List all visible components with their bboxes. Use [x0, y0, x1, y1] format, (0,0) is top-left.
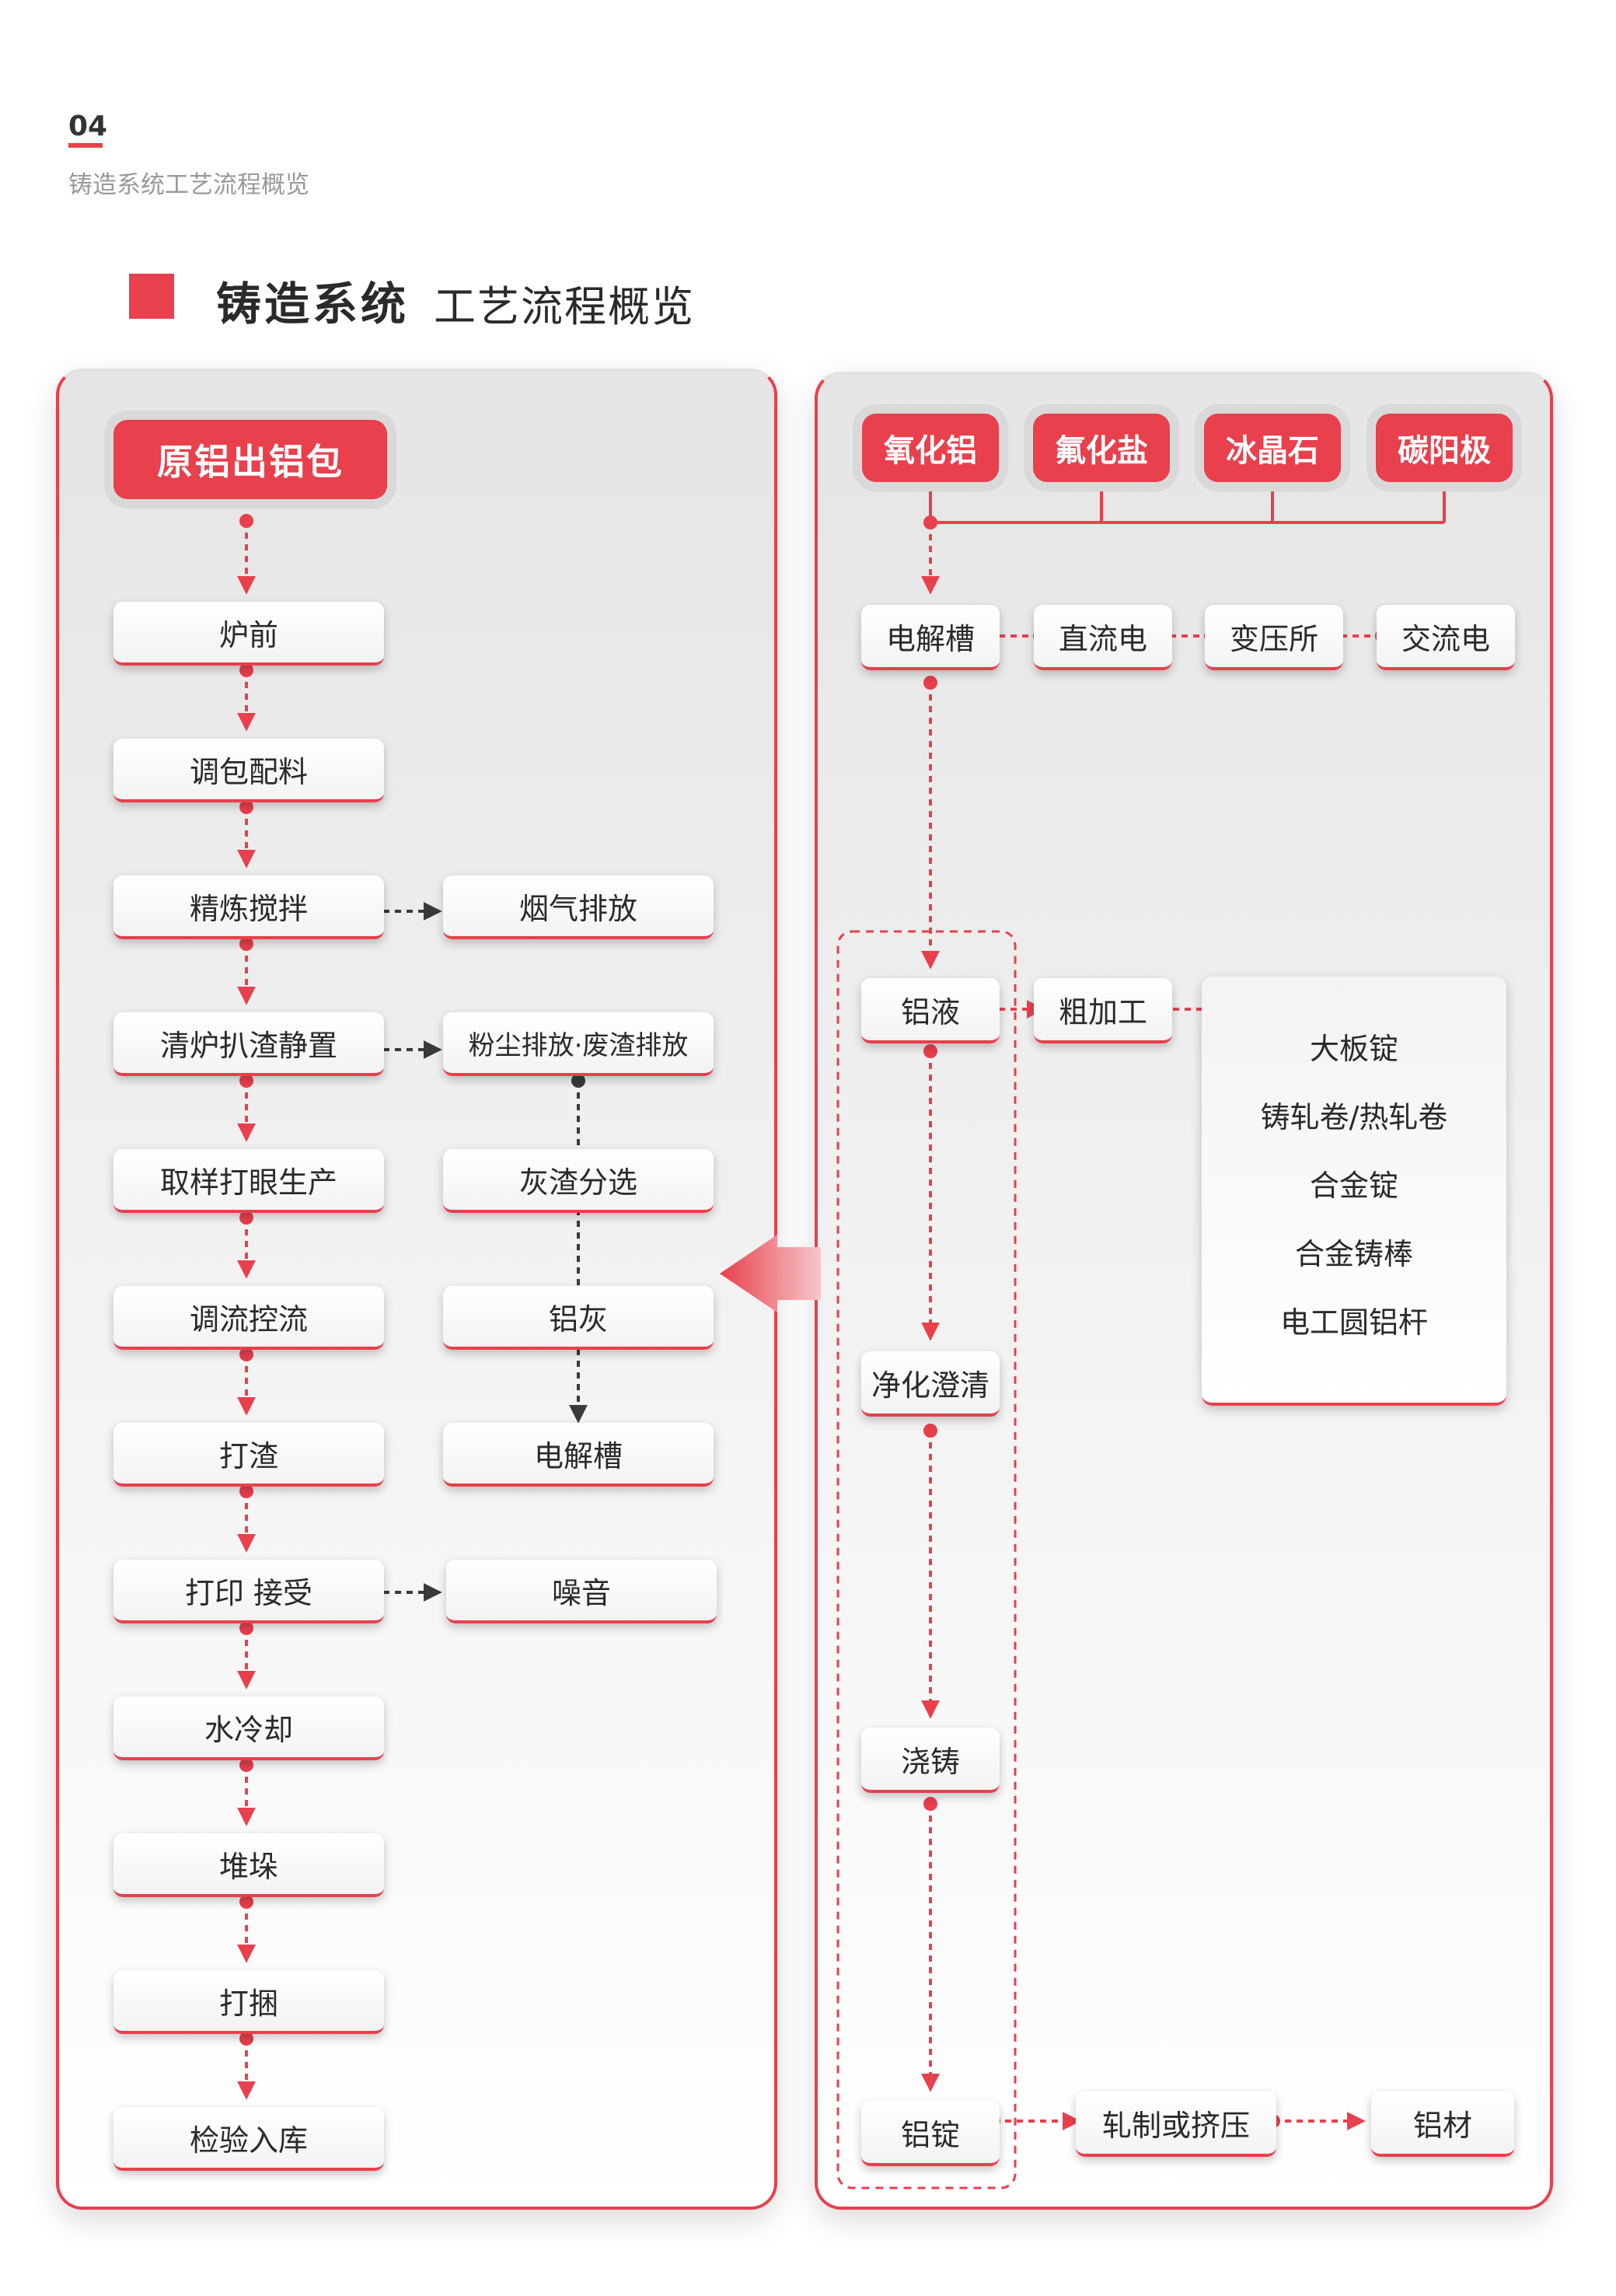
power-box: 直流电 — [1034, 605, 1172, 670]
step-box: 取样打眼生产 — [113, 1149, 384, 1213]
step-box: 打印 接受 — [113, 1560, 384, 1623]
side-box: 粉尘排放·废渣排放 — [443, 1012, 714, 1076]
side-box: 噪音 — [446, 1560, 717, 1623]
page-title: 铸造系统 — [216, 278, 410, 330]
input-box: 冰晶石 — [1204, 414, 1341, 482]
power-box: 电解槽 — [861, 605, 1000, 670]
side-box: 灰渣分选 — [443, 1149, 714, 1213]
step-box: 精炼搅拌 — [113, 875, 384, 939]
left-side-arrows — [372, 902, 588, 1602]
page-title-sub: 工艺流程概览 — [434, 282, 695, 331]
final-product-box: 铝材 — [1371, 2092, 1514, 2157]
main-box: 铝锭 — [861, 2101, 1000, 2166]
step-box: 调包配料 — [113, 739, 384, 802]
side-box: 烟气排放 — [443, 875, 714, 939]
input-box: 氧化铝 — [862, 414, 999, 482]
step-box: 打渣 — [113, 1423, 384, 1487]
side-box: 电解槽 — [443, 1423, 714, 1487]
step-box: 清炉扒渣静置 — [113, 1012, 384, 1076]
input-bracket — [929, 482, 1446, 524]
product-item: 电工圆铝杆 — [1279, 1305, 1428, 1340]
input-box: 碳阳极 — [1376, 414, 1513, 482]
step-box: 炉前 — [113, 602, 384, 666]
start-box: 原铝出铝包 — [113, 420, 387, 499]
main-box: 浇铸 — [861, 1728, 1000, 1793]
product-item: 铸轧卷/热轧卷 — [1260, 1100, 1448, 1134]
main-box: 铝液 — [861, 978, 1000, 1043]
rolling-box: 轧制或挤压 — [1076, 2092, 1276, 2157]
step-box: 水冷却 — [113, 1697, 384, 1760]
step-box: 调流控流 — [113, 1286, 384, 1350]
main-box: 净化澄清 — [861, 1351, 1000, 1417]
big-left-arrow — [720, 1235, 821, 1312]
step-box: 打捆 — [113, 1970, 384, 2034]
power-box: 变压所 — [1205, 605, 1343, 670]
page-subtitle: 铸造系统工艺流程概览 — [68, 171, 309, 199]
product-item: 合金铸棒 — [1294, 1237, 1413, 1271]
step-box: 检验入库 — [113, 2107, 384, 2171]
product-item: 大板锭 — [1309, 1032, 1398, 1066]
product-item: 合金锭 — [1309, 1169, 1398, 1203]
page-number-underline — [68, 143, 103, 148]
rough-processing-box: 粗加工 — [1034, 978, 1172, 1043]
step-box: 堆垛 — [113, 1833, 384, 1897]
products-box: 大板锭 铸轧卷/热轧卷 合金锭 合金铸棒 电工圆铝杆 — [1202, 977, 1506, 1406]
left-main-dots — [239, 514, 253, 2046]
input-box: 氟化盐 — [1033, 414, 1170, 482]
right-main-group-frame — [836, 930, 1017, 2189]
title-marker — [129, 274, 174, 319]
side-box: 铝灰 — [443, 1286, 714, 1350]
right-panel — [815, 372, 1553, 2210]
page-number: 04 — [68, 110, 108, 142]
power-box: 交流电 — [1377, 605, 1515, 670]
